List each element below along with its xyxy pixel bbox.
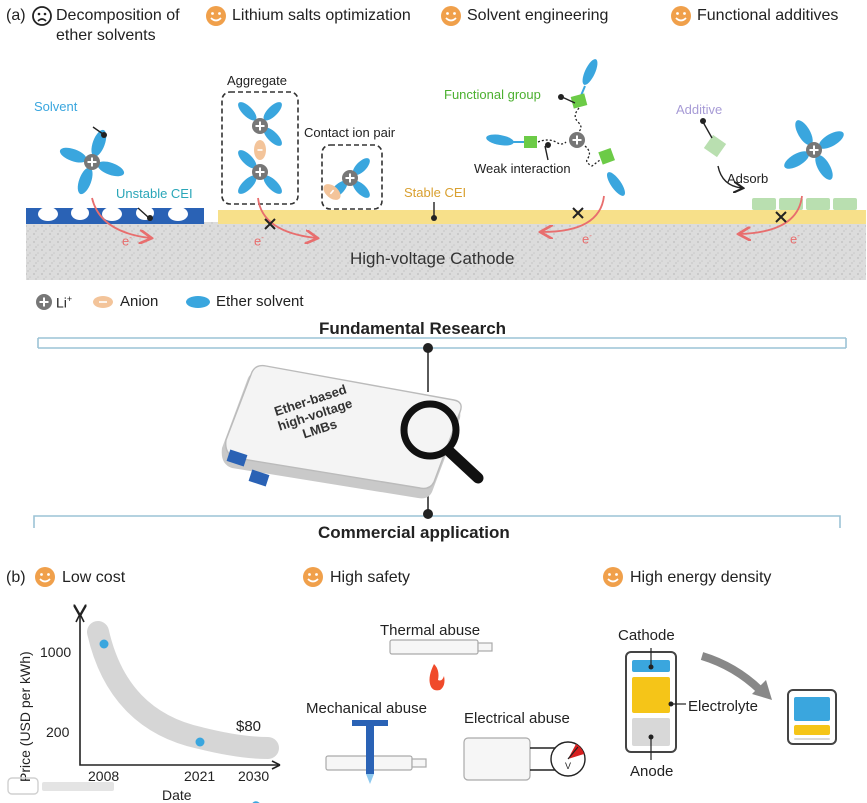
shrink-arrow <box>702 656 760 690</box>
electrolyte-block <box>632 677 670 713</box>
electrolyte-label: Electrolyte <box>688 699 758 714</box>
watermark-logo <box>6 774 116 798</box>
cathode-label: Cathode <box>618 628 675 643</box>
anode-label: Anode <box>630 764 673 779</box>
